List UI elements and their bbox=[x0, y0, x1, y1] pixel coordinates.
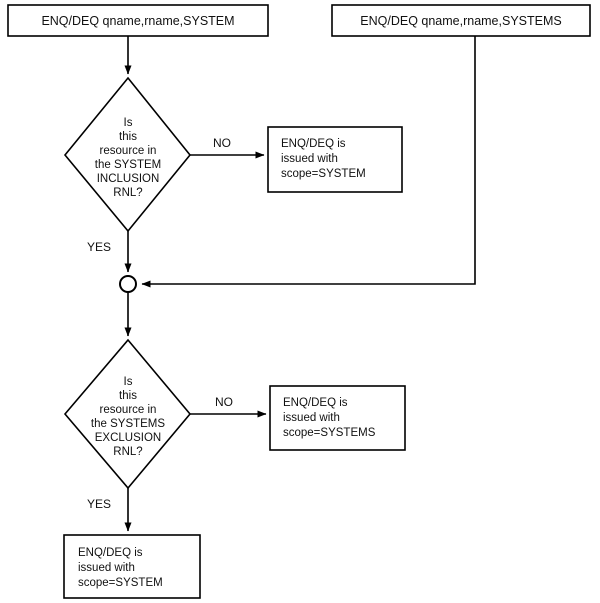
result-inclusion-no-line-3: scope=SYSTEM bbox=[281, 168, 366, 180]
decision-exclusion-line-6: RNL? bbox=[113, 446, 142, 458]
result-final-yes-line-1: ENQ/DEQ is bbox=[78, 547, 143, 559]
edge-label-exclusion-no: NO bbox=[215, 395, 233, 409]
decision-exclusion-line-1: Is bbox=[124, 376, 133, 388]
decision-exclusion-line-3: resource in bbox=[100, 404, 157, 416]
result-final-yes-line-3: scope=SYSTEM bbox=[78, 577, 163, 589]
decision-exclusion-line-2: this bbox=[119, 390, 137, 402]
start-left-label: ENQ/DEQ qname,rname,SYSTEM bbox=[41, 14, 234, 28]
node-result-final-yes: ENQ/DEQ is issued with scope=SYSTEM bbox=[63, 534, 201, 599]
junction-connector bbox=[119, 275, 137, 293]
node-start-right: ENQ/DEQ qname,rname,SYSTEMS bbox=[331, 4, 591, 37]
node-decision-inclusion: Is this resource in the SYSTEM INCLUSION… bbox=[63, 76, 192, 233]
node-start-left: ENQ/DEQ qname,rname,SYSTEM bbox=[7, 4, 269, 37]
result-final-yes-line-2: issued with bbox=[78, 562, 135, 574]
start-right-box bbox=[331, 4, 591, 37]
edge-label-exclusion-yes: YES bbox=[87, 497, 111, 511]
start-right-label: ENQ/DEQ qname,rname,SYSTEMS bbox=[360, 14, 561, 28]
result-inclusion-no-line-2: issued with bbox=[281, 153, 338, 165]
decision-inclusion-line-3: resource in bbox=[100, 145, 157, 157]
node-decision-exclusion: Is this resource in the SYSTEMS EXCLUSIO… bbox=[63, 338, 192, 490]
result-exclusion-no-line-1: ENQ/DEQ is bbox=[283, 397, 348, 409]
edge-start-right-to-junction bbox=[141, 36, 476, 288]
decision-inclusion-line-6: RNL? bbox=[113, 187, 142, 199]
decision-inclusion-line-1: Is bbox=[124, 117, 133, 129]
result-exclusion-no-line-3: scope=SYSTEMS bbox=[283, 427, 376, 439]
edge-label-inclusion-yes: YES bbox=[87, 240, 111, 254]
edge-label-inclusion-no: NO bbox=[213, 136, 231, 150]
result-final-yes-box bbox=[63, 534, 201, 599]
decision-inclusion-line-2: this bbox=[119, 131, 137, 143]
decision-inclusion-line-5: INCLUSION bbox=[97, 173, 160, 185]
result-inclusion-no-line-1: ENQ/DEQ is bbox=[281, 138, 346, 150]
start-left-box bbox=[7, 4, 269, 37]
decision-inclusion-line-4: the SYSTEM bbox=[95, 159, 161, 171]
result-exclusion-no-line-2: issued with bbox=[283, 412, 340, 424]
result-exclusion-no-box bbox=[269, 385, 406, 451]
node-result-exclusion-no: ENQ/DEQ is issued with scope=SYSTEMS bbox=[269, 385, 406, 451]
decision-exclusion-line-4: the SYSTEMS bbox=[91, 418, 165, 430]
result-inclusion-no-box bbox=[267, 126, 403, 193]
node-result-inclusion-no: ENQ/DEQ is issued with scope=SYSTEM bbox=[267, 126, 403, 193]
decision-exclusion-line-5: EXCLUSION bbox=[95, 432, 161, 444]
